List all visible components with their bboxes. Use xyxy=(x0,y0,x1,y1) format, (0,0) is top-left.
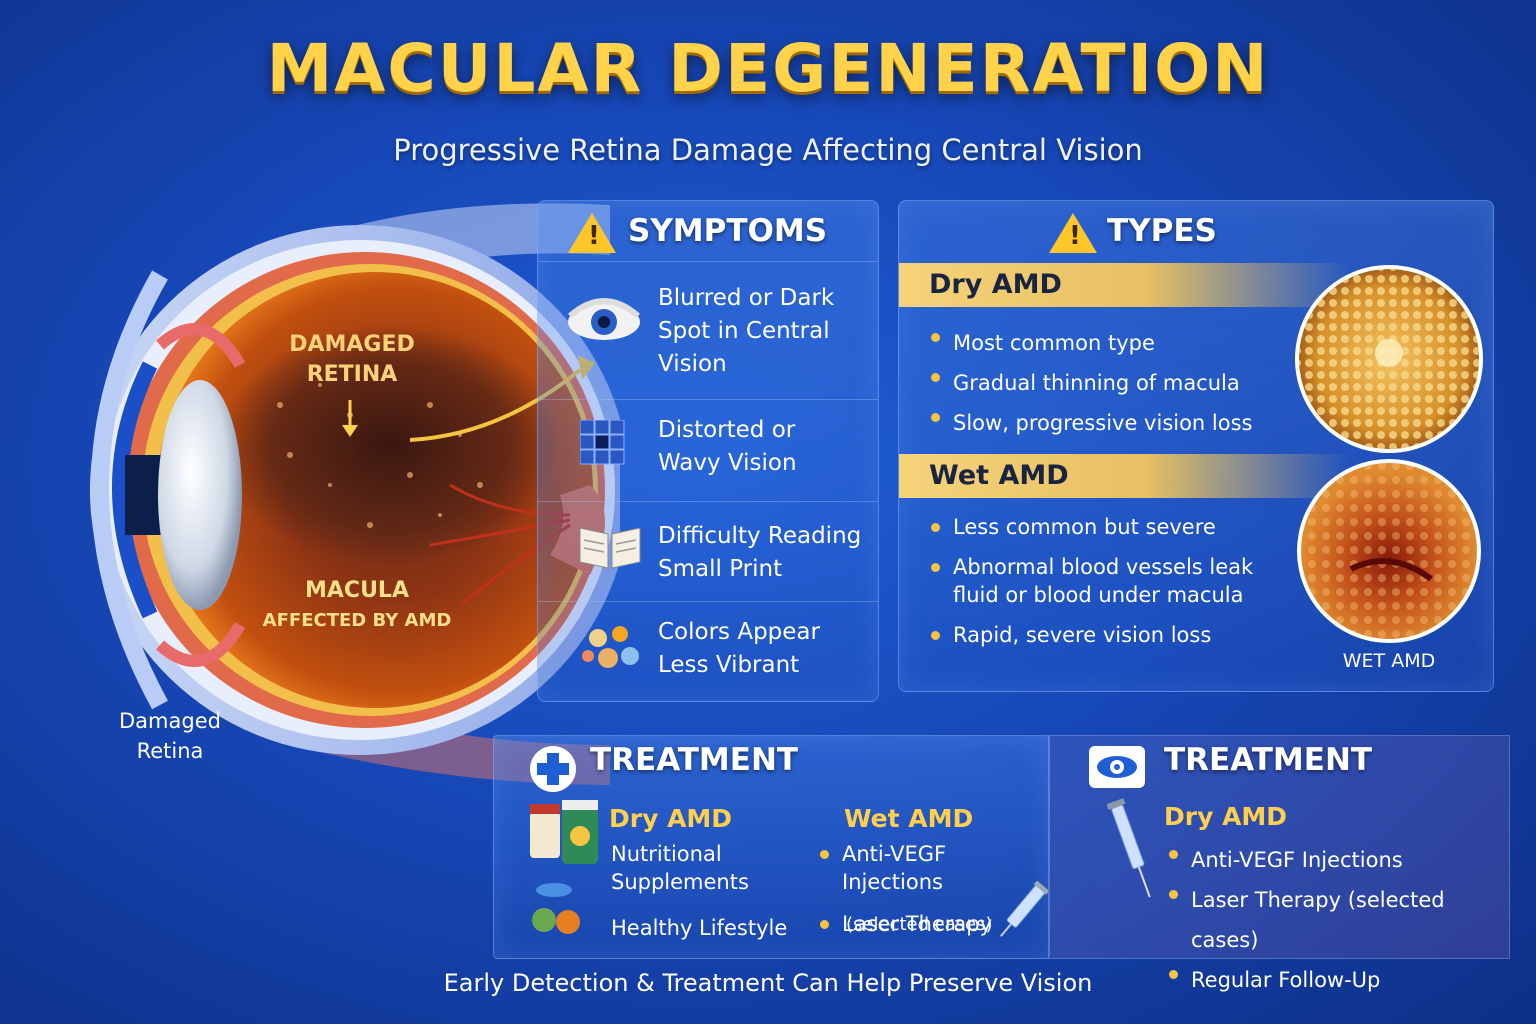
page-title: MACULAR DEGENERATION xyxy=(266,30,1270,107)
list-item: Laser Therapy xyxy=(818,910,1048,938)
treatment-panel-right: TREATMENT Dry AMD Anti-VEGF Injections L… xyxy=(1048,735,1510,992)
eye-icon xyxy=(564,292,644,351)
eye-label-line: MACULA xyxy=(305,578,409,603)
types-heading: TYPES xyxy=(1107,213,1217,249)
list-item: Less common but severe xyxy=(929,513,1309,541)
medical-cross-icon xyxy=(528,744,578,798)
symptom-item: Difficulty Reading Small Print xyxy=(538,501,878,602)
symptom-text: Wavy Vision xyxy=(658,450,797,476)
symptom-text: Colors Appear xyxy=(658,619,820,645)
symptom-item: Colors Appear Less Vibrant xyxy=(538,601,878,702)
eye-caption-line: Retina xyxy=(136,739,204,763)
list-item: Anti-VEGF Injections xyxy=(1167,840,1507,880)
symptom-item: Distorted or Wavy Vision xyxy=(538,399,878,500)
symptom-item: Blurred or Dark Spot in Central Vision xyxy=(538,261,878,397)
warning-icon: ! xyxy=(1049,213,1097,257)
dry-amd-retina-image xyxy=(1291,261,1487,461)
book-icon xyxy=(578,520,642,574)
list-item: Regular Follow-Up xyxy=(1167,960,1507,1000)
list-item: fluid or blood under macula xyxy=(953,583,1244,607)
list-item: Anti-VEGF Injections xyxy=(818,840,1048,896)
eye-label-macula: MACULA AFFECTED BY AMD xyxy=(232,576,482,636)
treatment-wet-label: Wet AMD xyxy=(844,804,974,833)
list-item: Rapid, severe vision loss xyxy=(929,621,1309,649)
treatment-wet-items: Anti-VEGF Injections Laser Therapy xyxy=(818,840,1048,938)
supplements-icon xyxy=(524,800,604,954)
symptom-text: Spot in Central xyxy=(658,318,830,344)
list-item: Abnormal blood vessels leak xyxy=(929,553,1309,581)
color-icon xyxy=(580,620,644,680)
dry-amd-label: Dry AMD xyxy=(899,263,1349,307)
treatment-panel-left: TREATMENT Dry AMD Nutritional Supplement… xyxy=(493,735,1050,959)
types-panel: ! TYPES Dry AMD Most common type Gradual… xyxy=(898,200,1494,692)
list-item: Nutritional xyxy=(611,842,722,866)
symptoms-panel: ! SYMPTOMS Blurred or Dark Spot in Centr… xyxy=(537,200,879,702)
page-subtitle: Progressive Retina Damage Affecting Cent… xyxy=(393,133,1143,167)
symptom-text: Difficulty Reading xyxy=(658,523,862,549)
list-item: Gradual thinning of macula xyxy=(929,363,1289,403)
list-item: Laser Therapy (selected cases) xyxy=(1167,880,1507,960)
eye-illustration xyxy=(30,185,630,785)
eye-label-line: RETINA xyxy=(306,362,398,387)
treatment-heading-right: TREATMENT xyxy=(1164,742,1373,778)
treatment-right-items: Anti-VEGF Injections Laser Therapy (sele… xyxy=(1167,840,1507,1000)
syringe-icon xyxy=(1106,796,1159,910)
list-item: Healthy Lifestyle xyxy=(611,916,788,940)
wet-amd-label: Wet AMD xyxy=(899,454,1349,498)
list-item: Supplements xyxy=(611,870,749,894)
grid-icon xyxy=(579,419,640,474)
symptom-text: Blurred or Dark xyxy=(658,285,835,311)
symptoms-heading: SYMPTOMS xyxy=(628,213,828,249)
eye-caption-line: Damaged xyxy=(119,709,221,733)
treatment-dry-label: Dry AMD xyxy=(609,804,733,833)
treatment-dry-items: Nutritional Supplements xyxy=(611,840,749,896)
treatment-heading: TREATMENT xyxy=(590,742,799,778)
warning-icon: ! xyxy=(568,213,616,257)
list-item: (selected cases) xyxy=(846,914,993,935)
list-item: Most common type xyxy=(929,323,1289,363)
eye-label-damaged-retina: DAMAGED RETINA xyxy=(262,330,442,390)
footer-text: Early Detection & Treatment Can Help Pre… xyxy=(443,969,1093,997)
wet-amd-retina-image xyxy=(1291,459,1487,649)
dry-amd-bullets: Most common type Gradual thinning of mac… xyxy=(929,323,1289,443)
symptom-text: Vision xyxy=(658,351,727,377)
symptom-text: Distorted or xyxy=(658,417,796,443)
eye-cross-section-icon xyxy=(90,203,630,785)
eye-badge-icon xyxy=(1087,744,1147,794)
eye-label-line: AFFECTED BY AMD xyxy=(262,610,452,631)
list-item: Slow, progressive vision loss xyxy=(929,403,1289,443)
eye-label-line: DAMAGED xyxy=(289,332,415,357)
syringe-icon xyxy=(996,876,1050,950)
eye-caption: Damaged Retina xyxy=(100,706,240,766)
wet-amd-image-caption: WET AMD xyxy=(1342,650,1436,672)
symptom-text: Small Print xyxy=(658,556,783,582)
wet-amd-bullets: Less common but severe Abnormal blood ve… xyxy=(929,513,1309,649)
treatment-right-label: Dry AMD xyxy=(1164,802,1288,831)
symptom-text: Less Vibrant xyxy=(658,652,800,678)
